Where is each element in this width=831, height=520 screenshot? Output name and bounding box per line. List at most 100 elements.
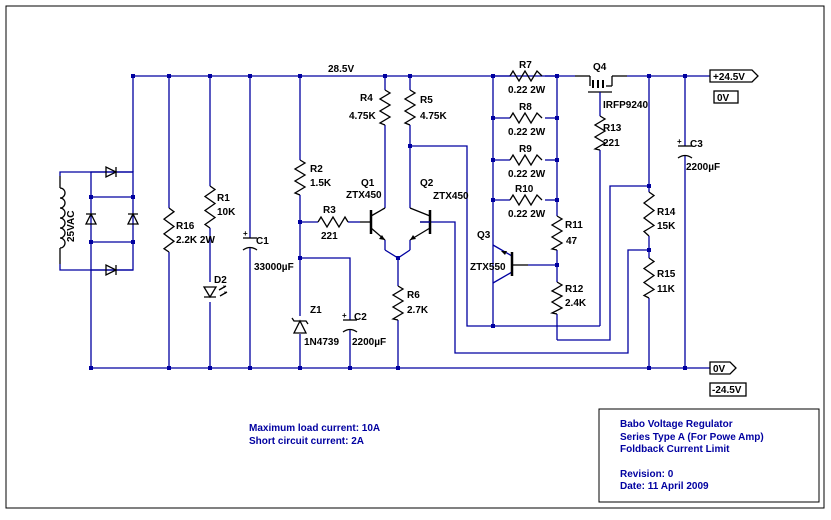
title-revision: Revision: 0 (620, 469, 674, 480)
bridge-rectifier (84, 165, 140, 277)
r13-symbol (593, 115, 607, 151)
capacitor-symbols: + + + (242, 137, 693, 333)
svg-text:+: + (342, 311, 347, 320)
q3-value: ZTX550 (470, 262, 506, 273)
r6-ref: R6 (407, 290, 420, 301)
z1-zener-symbol (291, 317, 309, 334)
port-zero-bottom-label: 0V (713, 364, 726, 375)
c2-ref: C2 (354, 312, 367, 323)
svg-text:+: + (243, 229, 248, 238)
c1-symbol: + (242, 229, 258, 251)
r7-value: 0.22 2W (508, 85, 546, 96)
q4-value: IRFP9240 (603, 100, 648, 111)
ac-label: 25VAC (66, 211, 77, 243)
resistor-symbols (162, 69, 656, 321)
r2-ref: R2 (310, 164, 323, 175)
r15-ref: R15 (657, 269, 676, 280)
r12-symbol (550, 281, 564, 315)
c3-symbol: + (677, 137, 693, 159)
ac-wire-bottom (59, 264, 133, 271)
r3-ref: R3 (323, 205, 336, 216)
sheet-border (5, 5, 825, 509)
r13-value: 221 (603, 138, 620, 149)
r11-symbol (550, 215, 564, 251)
r12-value: 2.4K (565, 298, 587, 309)
d2-ref: D2 (214, 275, 227, 286)
r8-value: 0.22 2W (508, 127, 546, 138)
svg-text:+: + (677, 137, 682, 146)
note-max-load: Maximum load current: 10A (249, 423, 380, 434)
r10-symbol (509, 193, 543, 207)
r2-symbol (293, 159, 307, 196)
r6-symbol (391, 285, 405, 321)
r2-value: 1.5K (310, 178, 332, 189)
rail-voltage-label: 28.5V (328, 64, 354, 75)
title-line1: Babo Voltage Regulator (620, 419, 733, 430)
q2-value: ZTX450 (433, 191, 469, 202)
q1-value: ZTX450 (346, 190, 382, 201)
q4-mosfet-symbol (575, 75, 627, 95)
r6-value: 2.7K (407, 305, 429, 316)
c3-value: 2200µF (686, 162, 720, 173)
r3-symbol (317, 215, 349, 229)
port-out-pos: +24.5V (709, 69, 759, 83)
r9-value: 0.22 2W (508, 169, 546, 180)
q1-ref: Q1 (361, 178, 375, 189)
r13-ref: R13 (603, 123, 622, 134)
r14-symbol (642, 191, 656, 237)
r5-symbol (403, 89, 417, 126)
r11-ref: R11 (565, 220, 583, 231)
c1-ref: C1 (256, 236, 269, 247)
c2-value: 2200µF (352, 337, 386, 348)
r8-symbol (509, 111, 543, 125)
port-zero-bottom: 0V (709, 361, 737, 375)
q1-symbol (360, 207, 386, 250)
r15-symbol (642, 257, 656, 299)
c1-value: 33000µF (254, 262, 294, 273)
title-date: Date: 11 April 2009 (620, 481, 709, 492)
note-short-circuit: Short circuit current: 2A (249, 436, 364, 447)
r1-ref: R1 (217, 193, 230, 204)
q3-ref: Q3 (477, 230, 491, 241)
r15-value: 11K (657, 284, 676, 295)
q3-symbol (501, 251, 528, 276)
port-out-neg-label: -24.5V (712, 385, 742, 396)
port-zero-top-label: 0V (717, 93, 730, 104)
r5-ref: R5 (420, 95, 433, 106)
port-out-neg: -24.5V (709, 382, 747, 397)
title-block: Babo Voltage Regulator Series Type A (Fo… (598, 408, 820, 503)
q2-ref: Q2 (420, 178, 434, 189)
port-out-pos-label: +24.5V (713, 72, 745, 83)
r14-value: 15K (657, 221, 676, 232)
r12-ref: R12 (565, 284, 584, 295)
r7-ref: R7 (519, 60, 532, 71)
r7-symbol (509, 69, 543, 83)
r16-value: 2.2K 2W (176, 235, 215, 246)
r4-value: 4.75K (349, 111, 376, 122)
q4-ref: Q4 (593, 62, 607, 73)
r9-ref: R9 (519, 144, 532, 155)
r10-value: 0.22 2W (508, 209, 546, 220)
r9-symbol (509, 153, 543, 167)
r1-symbol (203, 185, 217, 229)
r8-ref: R8 (519, 102, 532, 113)
r11-value: 47 (566, 236, 578, 247)
z1-value: 1N4739 (304, 337, 339, 348)
c3-ref: C3 (690, 139, 703, 150)
r16-ref: R16 (176, 221, 195, 232)
r16-symbol (162, 207, 176, 253)
port-zero-top: 0V (713, 90, 739, 104)
r10-ref: R10 (515, 184, 534, 195)
c2-symbol: + (342, 311, 358, 333)
transformer-symbol: 25VAC (59, 176, 77, 264)
title-line3: Foldback Current Limit (620, 444, 730, 455)
r3-value: 221 (321, 231, 338, 242)
d2-led-symbol (202, 285, 228, 299)
r1-value: 10K (217, 207, 236, 218)
title-line2: Series Type A (For Powe Amp) (620, 432, 764, 443)
r14-ref: R14 (657, 207, 676, 218)
r4-ref: R4 (360, 93, 373, 104)
r4-symbol (378, 89, 392, 126)
r5-value: 4.75K (420, 111, 447, 122)
